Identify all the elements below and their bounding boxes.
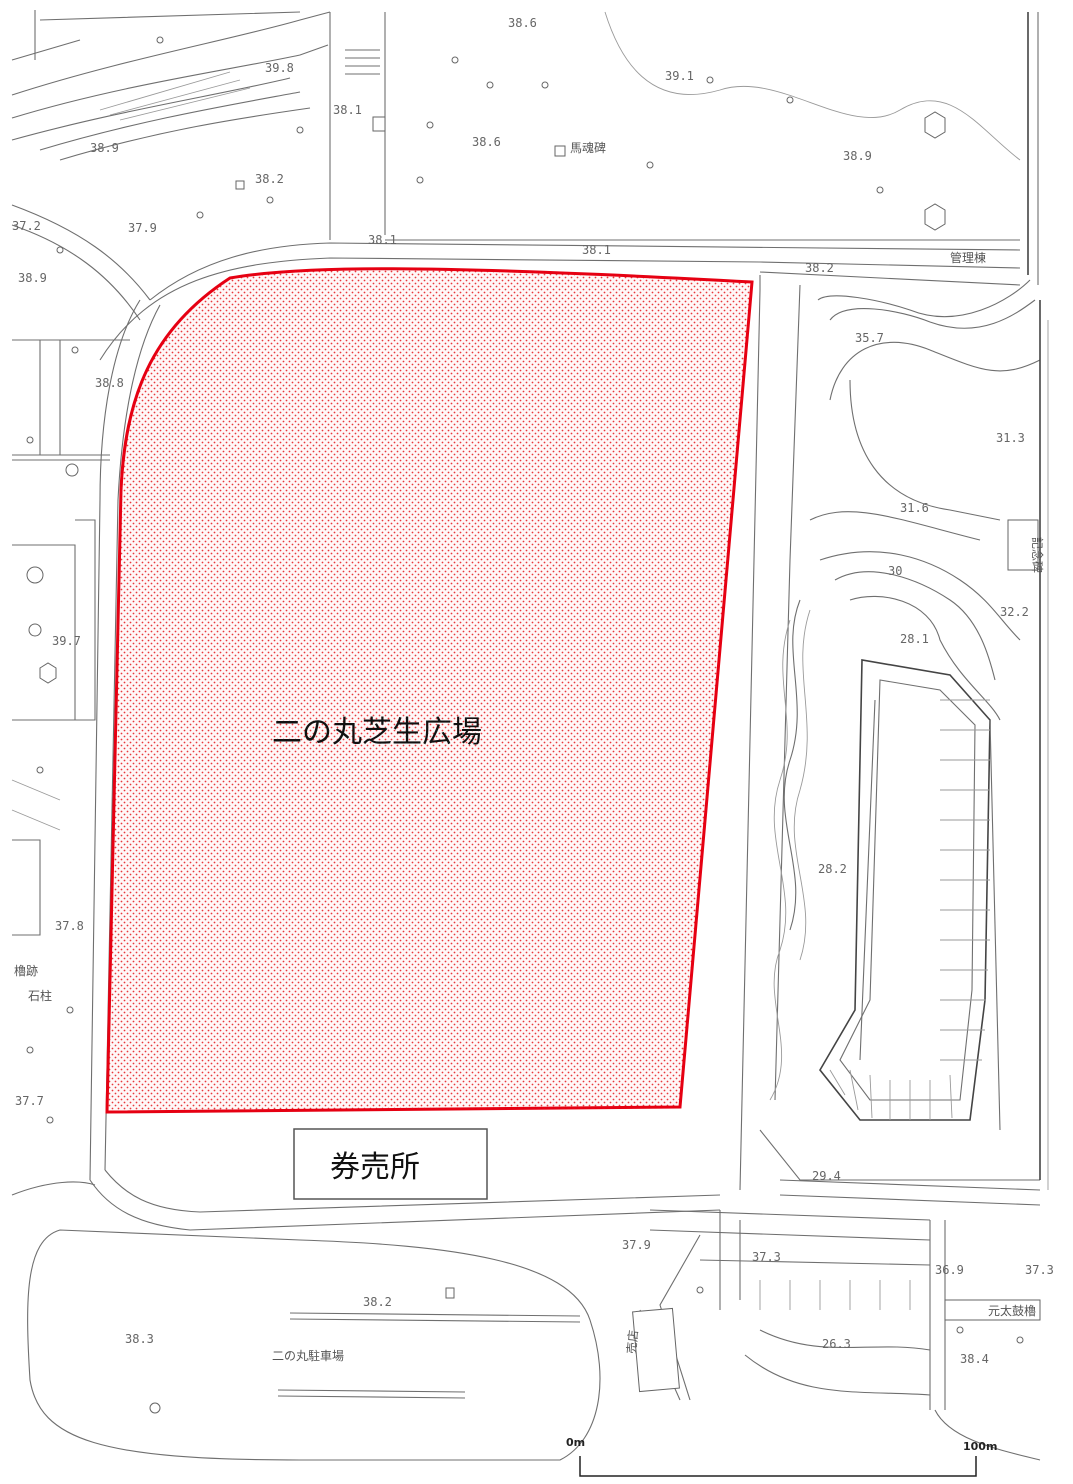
round-symbol xyxy=(28,623,42,637)
label-parking: 二の丸駐車場 xyxy=(272,1348,344,1363)
box-symbol xyxy=(445,1287,455,1299)
ticket-office-box[interactable] xyxy=(293,1128,488,1200)
scale-bar: 0m 100m xyxy=(566,1436,997,1477)
elevation-labels: 38.6 39.1 38.6 38.9 38.1 38.2 37.9 38.9 … xyxy=(12,16,1054,1366)
elevation-label: 37.7 xyxy=(15,1094,44,1108)
elevation-label: 38.6 xyxy=(508,16,537,30)
tree-symbol xyxy=(26,436,34,444)
label-mototaikoyagura: 元太鼓櫓 xyxy=(988,1303,1036,1318)
tree-symbol xyxy=(426,121,434,129)
elevation-label: 37.8 xyxy=(55,919,84,933)
tree-symbol xyxy=(196,211,204,219)
elevation-label: 38.3 xyxy=(125,1332,154,1346)
area-label: 二の丸芝生広場 xyxy=(272,715,482,750)
elevation-label: 28.2 xyxy=(818,862,847,876)
scale-end-label: 100m xyxy=(963,1440,997,1453)
elevation-label: 38.9 xyxy=(90,141,119,155)
elevation-label: 29.4 xyxy=(812,1169,841,1183)
elevation-label: 37.2 xyxy=(12,219,41,233)
label-kinenhi: 記念碑 xyxy=(1030,537,1045,573)
tree-symbol xyxy=(786,96,794,104)
tree-symbol xyxy=(956,1326,964,1334)
tree-symbol xyxy=(156,36,164,44)
ticket-office-label: 券売所 xyxy=(330,1150,420,1185)
box-symbol xyxy=(235,180,245,190)
tree-symbol xyxy=(36,766,44,774)
label-sekichu: 石柱 xyxy=(28,988,52,1003)
octagon-symbol xyxy=(924,203,946,231)
tree-symbol xyxy=(266,196,274,204)
tree-symbol xyxy=(1016,1336,1024,1344)
highlight-area[interactable] xyxy=(105,267,754,1114)
tree-symbol xyxy=(486,81,494,89)
place-labels: 馬魂碑 管理棟 二の丸駐車場 石柱 櫓跡 元太鼓櫓 売店 記念碑 xyxy=(14,140,1045,1363)
tree-symbol xyxy=(876,186,884,194)
octagon-symbol xyxy=(924,111,946,139)
elevation-label: 38.9 xyxy=(18,271,47,285)
tree-symbol xyxy=(71,346,79,354)
tree-symbol xyxy=(46,1116,54,1124)
elevation-label: 38.1 xyxy=(333,103,362,117)
tree-symbol xyxy=(66,1006,74,1014)
round-symbol xyxy=(26,566,44,584)
elevation-label: 37.9 xyxy=(128,221,157,235)
tree-symbol xyxy=(646,161,654,169)
scale-start-label: 0m xyxy=(566,1436,585,1449)
tree-symbol xyxy=(296,126,304,134)
tree-symbol xyxy=(26,1046,34,1054)
elevation-label: 38.8 xyxy=(95,376,124,390)
tree-symbol xyxy=(451,56,459,64)
elevation-label: 38.9 xyxy=(843,149,872,163)
elevation-label: 31.3 xyxy=(996,431,1025,445)
box-symbol xyxy=(1007,519,1039,571)
elevation-label: 37.9 xyxy=(622,1238,651,1252)
label-bakonhi: 馬魂碑 xyxy=(570,140,606,155)
box-symbol xyxy=(632,1307,680,1393)
octagon-symbol xyxy=(39,662,57,684)
label-kanritou: 管理棟 xyxy=(950,250,986,265)
round-symbol xyxy=(65,463,79,477)
box-symbol xyxy=(372,116,386,132)
box-symbol xyxy=(944,1299,1041,1321)
elevation-label: 37.3 xyxy=(752,1250,781,1264)
elevation-label: 38.4 xyxy=(960,1352,989,1366)
elevation-label: 38.2 xyxy=(255,172,284,186)
label-yaguraato: 櫓跡 xyxy=(14,963,38,978)
elevation-label: 38.6 xyxy=(472,135,501,149)
elevation-label: 26.3 xyxy=(822,1337,851,1351)
elevation-label: 38.2 xyxy=(805,261,834,275)
round-symbol xyxy=(149,1402,161,1414)
elevation-label: 31.6 xyxy=(900,501,929,515)
elevation-label: 38.2 xyxy=(363,1295,392,1309)
label-baiten: 売店 xyxy=(624,1329,641,1354)
elevation-label: 38.1 xyxy=(368,233,397,247)
box-symbol xyxy=(554,145,566,157)
elevation-label: 39.8 xyxy=(265,61,294,75)
elevation-label: 28.1 xyxy=(900,632,929,646)
elevation-label: 37.3 xyxy=(1025,1263,1054,1277)
elevation-label: 30 xyxy=(888,564,902,578)
tree-symbol xyxy=(416,176,424,184)
elevation-label: 32.2 xyxy=(1000,605,1029,619)
scale-line xyxy=(579,1456,977,1477)
tree-symbol xyxy=(56,246,64,254)
map-symbols xyxy=(26,36,1041,1414)
elevation-label: 38.1 xyxy=(582,243,611,257)
tree-symbol xyxy=(541,81,549,89)
elevation-label: 39.7 xyxy=(52,634,81,648)
elevation-label: 36.9 xyxy=(935,1263,964,1277)
tree-symbol xyxy=(696,1286,704,1294)
elevation-label: 35.7 xyxy=(855,331,884,345)
elevation-label: 39.1 xyxy=(665,69,694,83)
tree-symbol xyxy=(706,76,714,84)
